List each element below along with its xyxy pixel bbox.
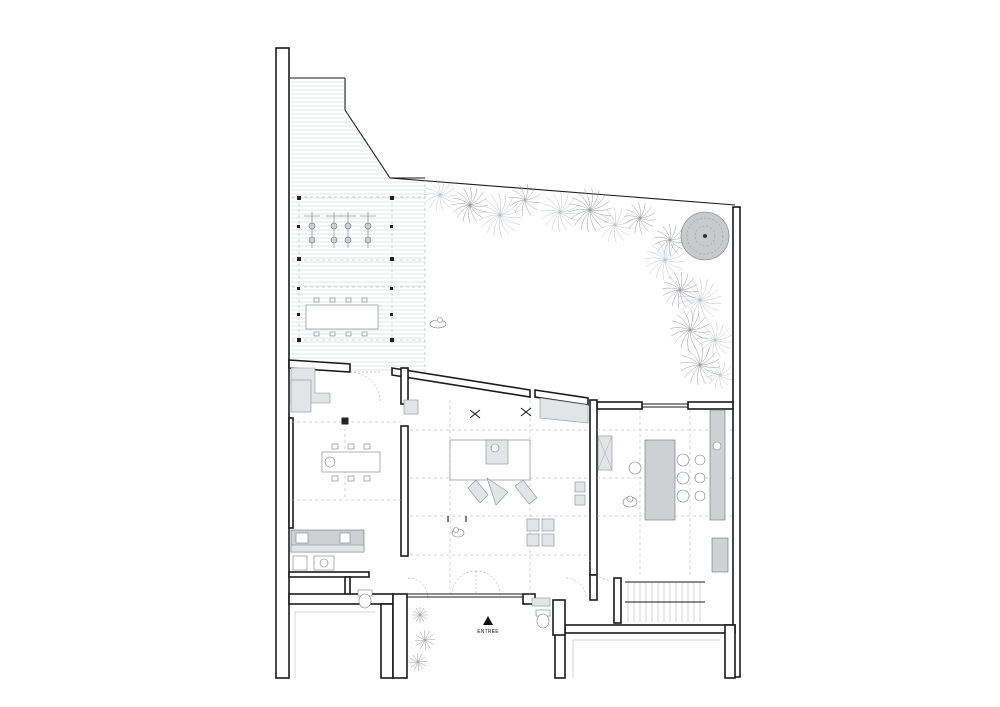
entrance: ENTREE: [409, 607, 499, 671]
wall-west: [275, 47, 290, 679]
courtyard-hatch: [294, 611, 720, 678]
wall-east: [732, 206, 741, 678]
wall-north-center: [391, 367, 531, 398]
pergola-grid: [292, 196, 425, 345]
entrance-label: ENTREE: [477, 629, 499, 635]
person-sitting: [451, 527, 465, 538]
kitchen-counter: [709, 409, 726, 521]
tree: [680, 211, 730, 261]
right-room: [531, 403, 733, 629]
walls: [275, 47, 741, 679]
left-room: [290, 367, 401, 609]
wall-divider-1: [400, 425, 409, 557]
armchair: [485, 439, 509, 465]
entrance-plants: [409, 607, 435, 671]
sofa: [467, 477, 538, 506]
outdoor-table: [305, 297, 379, 337]
person-figure: [429, 317, 447, 329]
kitchen-island: [644, 439, 676, 521]
entrance-arrow-icon: [483, 616, 493, 625]
dining-table: [321, 443, 381, 482]
garden-vegetation: [423, 179, 734, 389]
person-standing: [622, 495, 638, 508]
center-room: [403, 397, 611, 599]
staircase: [625, 581, 705, 622]
bicycles: [304, 212, 376, 248]
wall-divider-2: [589, 399, 598, 576]
garden: [290, 77, 736, 389]
